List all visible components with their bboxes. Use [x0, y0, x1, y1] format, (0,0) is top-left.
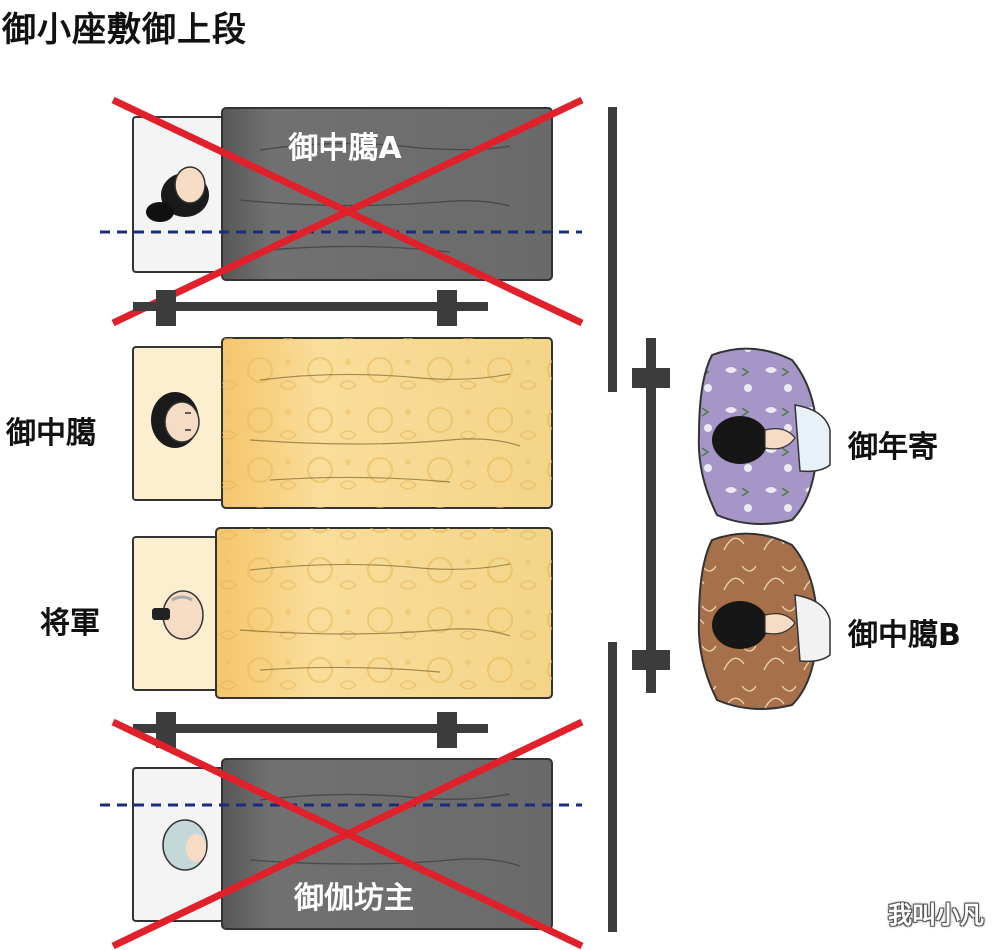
label-gochuro: 御中臈 [6, 408, 96, 452]
vertical-screen-top [608, 107, 617, 392]
label-gochuro-b: 御中臈B [848, 610, 961, 654]
vertical-screen-bottom [608, 642, 617, 932]
bed-label: 御伽坊主 [293, 881, 414, 916]
watermark-text: 我叫小凡 [888, 895, 984, 930]
vertical-screen-middle [632, 338, 670, 693]
folding-screen-horizontal-top [133, 290, 488, 326]
bed-otogi-bozu: 御伽坊主 [100, 722, 582, 946]
bed-shogun [133, 528, 552, 698]
label-shogun: 将軍 [40, 598, 100, 642]
bed-gochuro-a: 御中臈A [100, 100, 582, 323]
bed-gochuro [133, 338, 552, 508]
folding-screen-horizontal-bottom [133, 712, 488, 748]
label-otoshiyori: 御年寄 [848, 422, 938, 466]
bed-label: 御中臈A [287, 131, 402, 166]
sleeper-monk-head [163, 820, 207, 870]
sleeper-woman-head [151, 392, 199, 448]
attendant-otoshiyori-figure [699, 349, 830, 524]
attendant-gochuro-b-figure [699, 534, 830, 709]
